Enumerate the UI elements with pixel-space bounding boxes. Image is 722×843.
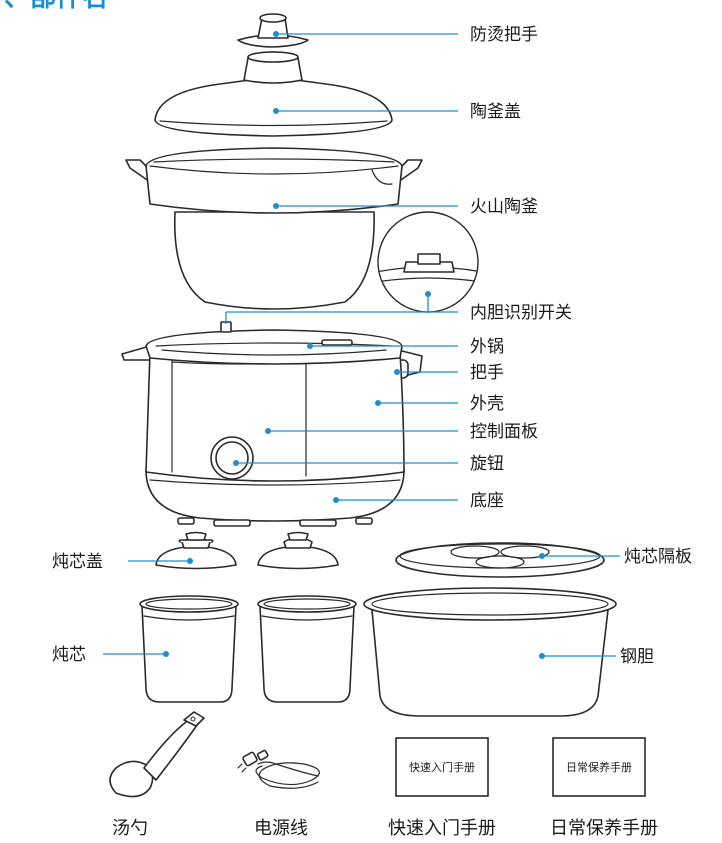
label-steel-liner: 钢胆 — [620, 647, 654, 667]
ceramic-lid-illustration — [154, 51, 393, 137]
label-base: 底座 — [470, 491, 504, 511]
caption-power-cord: 电源线 — [254, 818, 308, 839]
label-ceramic-lid: 陶釜盖 — [470, 102, 521, 122]
label-stew-divider: 炖芯隔板 — [624, 547, 692, 567]
stew-cup-illustration — [139, 595, 239, 703]
quick-guide-cover-text: 快速入门手册 — [409, 760, 475, 774]
power-cord-illustration — [237, 749, 320, 789]
caption-soup-spoon: 汤勺 — [112, 818, 148, 839]
lid-knob-illustration — [237, 13, 309, 48]
volcano-pot-illustration — [125, 147, 423, 310]
leader-lines — [103, 31, 620, 659]
label-stew-cup: 炖芯 — [52, 645, 86, 665]
label-volcano-pot: 火山陶釜 — [470, 197, 538, 217]
label-lid-knob: 防烫把手 — [470, 25, 538, 45]
section-title: 、部件名 — [4, 0, 108, 13]
label-control-panel: 控制面板 — [470, 422, 538, 442]
label-handle: 把手 — [470, 363, 504, 383]
label-inner-pot-switch: 内胆识别开关 — [470, 303, 572, 323]
daily-care-cover-text: 日常保养手册 — [566, 760, 632, 774]
stew-divider-illustration — [395, 542, 605, 578]
label-outer-pot: 外锅 — [470, 337, 504, 357]
stew-cup-2-illustration — [257, 595, 357, 703]
switch-detail-inset — [377, 211, 479, 313]
label-outer-shell: 外壳 — [470, 394, 504, 414]
daily-care-booklet: 日常保养手册 — [552, 737, 646, 797]
stew-cup-lid-illustration — [155, 531, 237, 570]
caption-quick-guide: 快速入门手册 — [388, 818, 496, 839]
steel-liner-illustration — [363, 587, 617, 717]
label-knob: 旋钮 — [470, 454, 504, 474]
caption-daily-care: 日常保养手册 — [550, 818, 658, 839]
soup-spoon-illustration — [109, 711, 205, 798]
label-stew-cup-lid: 炖芯盖 — [52, 552, 103, 572]
quick-guide-booklet: 快速入门手册 — [395, 737, 489, 797]
cooker-body-illustration — [121, 321, 423, 527]
stew-cup-lid-2-illustration — [257, 531, 339, 570]
